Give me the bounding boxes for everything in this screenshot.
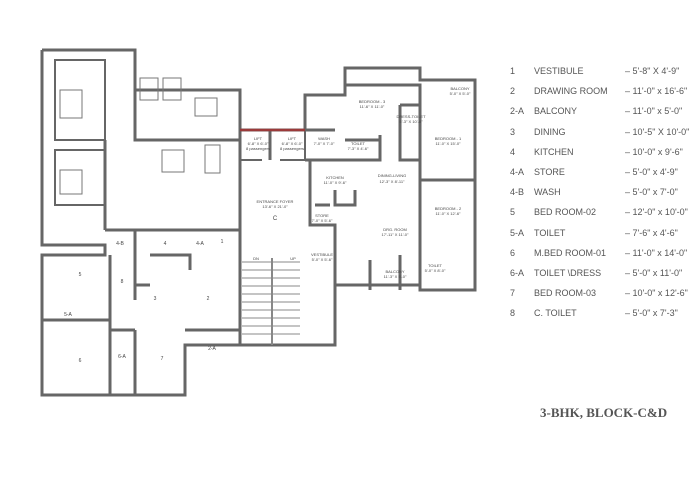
legend-dimension: – 5'-8" X 4'-9" xyxy=(625,66,680,76)
room-dining-name: DINING-LIVING xyxy=(378,173,406,178)
plan-title: 3-BHK, BLOCK-C&D xyxy=(540,405,668,420)
label-6: 6 xyxy=(79,358,82,364)
label-7: 7 xyxy=(161,356,164,362)
foyer-name: ENTRANCE FOYER xyxy=(257,199,294,204)
legend-room-name: TOILET xyxy=(534,227,566,238)
room-bedroom1-dim: 11'-0" X 15'-0" xyxy=(436,141,462,146)
legend-number: 5 xyxy=(510,207,516,218)
legend-number: 1 xyxy=(510,66,516,76)
room-bedroom3-name: BEDROOM - 3 xyxy=(359,99,386,104)
label-1: 1 xyxy=(221,239,224,245)
legend-number: 2 xyxy=(510,86,516,97)
room-toilet2-dim: 5'-0" X 8'-0" xyxy=(425,268,446,273)
legend-room-name: BED ROOM-02 xyxy=(534,207,597,218)
room-kitchen-name: KITCHEN xyxy=(326,175,344,180)
label-2a: 2-A xyxy=(208,346,216,352)
room-vestibule-dim: 5'-0" X 5'-6" xyxy=(312,257,333,262)
legend-room-name: BED ROOM-03 xyxy=(534,288,597,299)
room-drg-dim: 17'-11" X 11'-0" xyxy=(382,232,409,237)
legend-room-name: TOILET \DRESS xyxy=(534,267,602,278)
legend-room-name: DRAWING ROOM xyxy=(534,86,608,97)
room-bedroom3-dim: 11'-6" X 11'-0" xyxy=(360,104,385,109)
room-toilet-name: TOILET xyxy=(351,141,365,146)
stairs xyxy=(242,258,300,345)
label-8: 8 xyxy=(121,279,124,285)
legend-room-name: STORE xyxy=(534,166,565,177)
legend-room-name: VESTIBULE xyxy=(534,66,584,76)
room-drg-name: DRG. ROOM xyxy=(383,227,407,232)
foyer-mark: C xyxy=(273,216,278,222)
legend-number: 6 xyxy=(510,247,516,258)
legend-dimension: – 11'-0" x 14'-0" xyxy=(625,247,688,258)
legend-dimension: – 12'-0" x 10'-0" xyxy=(625,207,688,218)
room-balcony-bottom-dim: 11'-3" X 5'-0" xyxy=(384,274,407,279)
legend-room-name: M.BED ROOM-01 xyxy=(534,247,607,258)
room-dress-name: DRESS-TOILET xyxy=(396,114,426,119)
legend-dimension: – 10'-5" X 10'-0" xyxy=(625,126,690,137)
label-4: 4 xyxy=(164,241,167,247)
legend-room-name: WASH xyxy=(534,187,561,198)
legend-number: 4 xyxy=(510,146,516,157)
room-bedroom2-dim: 11'-0" X 12'-6" xyxy=(436,211,462,216)
legend-dimension: – 10'-0" x 12'-6" xyxy=(625,288,688,299)
room-bedroom2-name: BEDROOM - 2 xyxy=(435,206,462,211)
legend-dimension: – 5'-0" x 4'-9" xyxy=(625,166,678,177)
room-dining-dim: 12'-3" X 8'-11" xyxy=(380,179,406,184)
lift2-dim: 6'-8" X 6'-0" xyxy=(282,141,303,146)
lift1-cap: 8 passengers xyxy=(246,146,270,151)
stairs-up: UP xyxy=(290,256,296,261)
label-4b: 4-B xyxy=(116,241,124,247)
walls xyxy=(40,48,477,397)
label-2: 2 xyxy=(207,296,210,302)
legend-dimension: – 5'-0" x 7'-0" xyxy=(625,187,678,198)
legend-dimension: – 5'-0" x 11'-0" xyxy=(625,267,683,278)
legend-number: 5-A xyxy=(510,227,525,238)
legend-dimension: – 10'-0" x 9'-6" xyxy=(625,146,683,157)
legend-room-name: KITCHEN xyxy=(534,146,574,157)
lift1-name: LIFT xyxy=(254,136,263,141)
legend-number: 7 xyxy=(510,288,516,299)
furniture xyxy=(59,77,221,195)
lift1-dim: 6'-8" X 6'-0" xyxy=(248,141,269,146)
legend-number: 4-A xyxy=(510,166,525,177)
room-wash-dim: 7'-0" X 7'-0" xyxy=(314,141,335,146)
room-bedroom1-name: BEDROOM - 1 xyxy=(435,136,462,141)
legend-dimension: – 11'-0" x 5'-0" xyxy=(625,106,683,117)
legend-number: 6-A xyxy=(510,267,525,278)
label-5a: 5-A xyxy=(64,312,72,318)
legend-dimension: – 5'-0" x 7'-3" xyxy=(625,308,678,319)
legend-room-name: C. TOILET xyxy=(534,308,577,319)
room-dress-dim: 5'-3" X 10'-8" xyxy=(399,119,423,124)
foyer-dim: 13'-6" X 21'-0" xyxy=(262,204,288,209)
stairs-dn: DN xyxy=(253,256,259,261)
lift2-name: LIFT xyxy=(288,136,297,141)
room-kitchen-dim: 11'-0" X 9'-6" xyxy=(324,180,347,185)
label-4a: 4-A xyxy=(196,241,204,247)
legend-number: 2-A xyxy=(510,106,525,117)
legend-room-name: DINING xyxy=(534,126,566,137)
legend-number: 3 xyxy=(510,126,516,137)
room-store-name: STORE xyxy=(315,213,329,218)
room-balcony-bottom-name: BALCONY xyxy=(385,269,404,274)
label-3: 3 xyxy=(154,296,157,302)
room-wash-name: WASH xyxy=(318,136,330,141)
legend-number: 8 xyxy=(510,308,516,319)
label-5: 5 xyxy=(79,272,82,278)
label-6a: 6-A xyxy=(118,354,126,360)
room-vestibule-name: VESTIBULE xyxy=(311,252,333,257)
legend-room-name: BALCONY xyxy=(534,106,578,117)
room-balcony-top-name: BALCONY xyxy=(450,86,469,91)
room-store-dim: 7'-0" X 5'-6" xyxy=(312,218,333,223)
room-toilet2-name: TOILET xyxy=(428,263,442,268)
room-balcony-top-dim: 5'-0" X 5'-0" xyxy=(450,91,471,96)
lift2-cap: 8 passengers xyxy=(280,146,304,151)
room-toilet-dim: 7'-3" X 4'-6" xyxy=(348,146,369,151)
legend-dimension: – 11'-0" x 16'-6" xyxy=(625,86,688,97)
legend-number: 4-B xyxy=(510,187,525,198)
legend-dimension: – 7'-6" x 4'-6" xyxy=(625,227,678,238)
